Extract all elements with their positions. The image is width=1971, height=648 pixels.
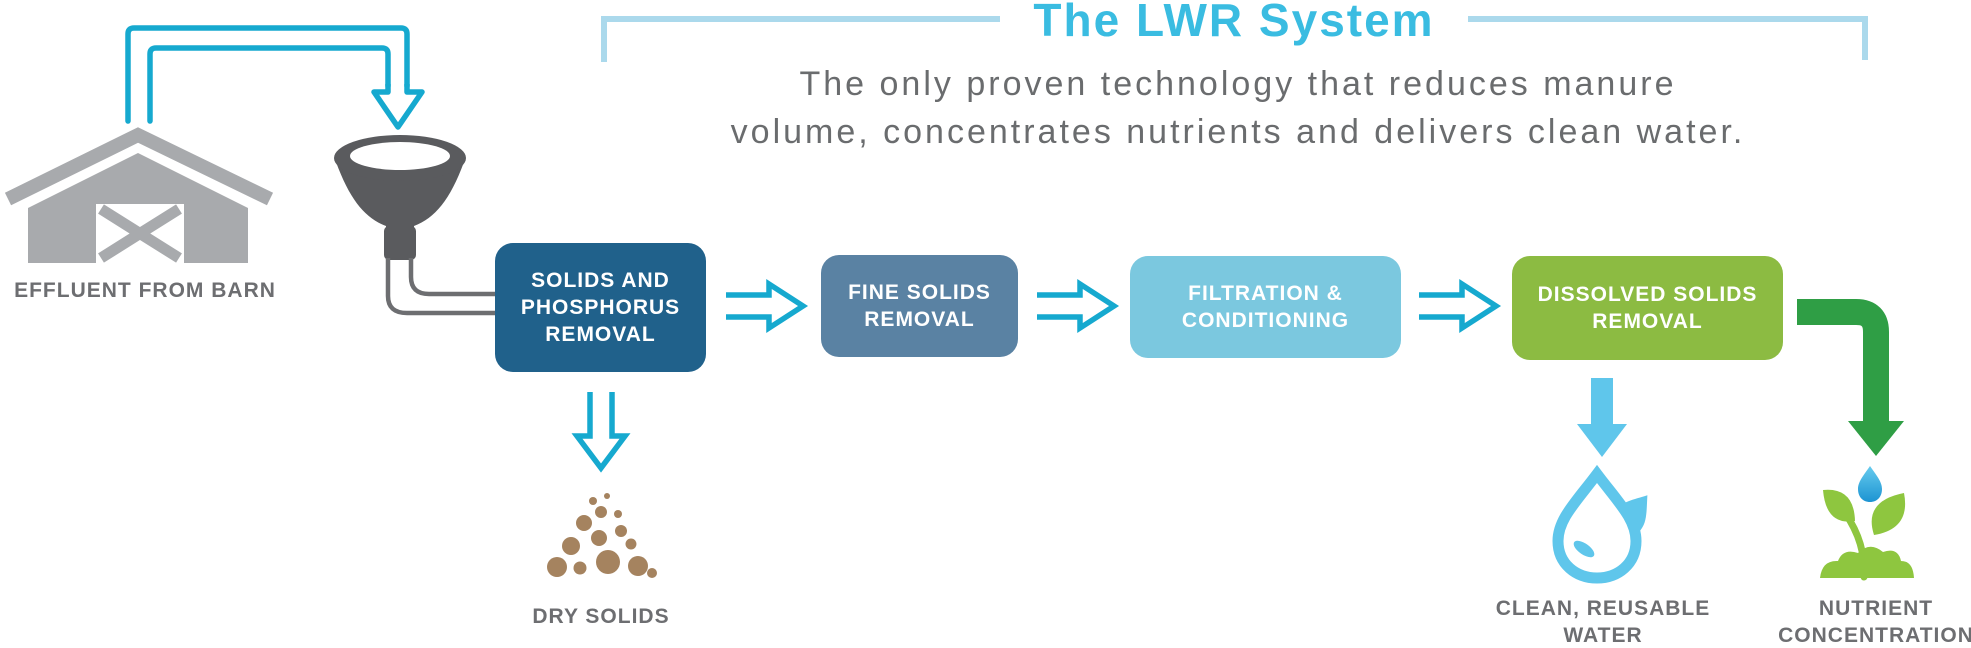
stage-dissolved-solids-removal: DISSOLVED SOLIDS REMOVAL	[1512, 256, 1783, 360]
pipe-connector	[385, 258, 496, 316]
water-drop-small-icon	[1858, 466, 1882, 502]
droplet-highlight	[1573, 540, 1595, 558]
funnel-icon	[334, 135, 466, 260]
stage-filtration-conditioning: FILTRATION & CONDITIONING	[1130, 256, 1401, 358]
subtitle: The only proven technology that reduces …	[731, 60, 1746, 156]
stage-label-line: PHOSPHORUS	[520, 296, 681, 319]
stage-label-line: CONDITIONING	[1181, 309, 1350, 332]
droplet-large	[1552, 464, 1642, 584]
plant-leaf-right	[1871, 493, 1906, 535]
stage-solids-and-phosphorus-removal: SOLIDS AND PHOSPHORUS REMOVAL	[495, 243, 706, 372]
stage-label-line: REMOVAL	[545, 323, 656, 346]
label-line: NUTRIENT	[1818, 597, 1934, 620]
funnel-cone	[336, 162, 464, 232]
barn-icon	[4, 127, 274, 263]
flow-arrow-2-icon	[1037, 278, 1120, 334]
label-effluent-from-barn: EFFLUENT FROM BARN	[14, 279, 276, 302]
plant-sprout-icon	[1820, 489, 1914, 581]
subtitle-line-2: volume, concentrates nutrients and deliv…	[730, 113, 1746, 151]
stage-label-line: FINE SOLIDS	[848, 281, 991, 304]
down-arrow-dry-solids-icon	[571, 392, 631, 473]
water-droplet-icon	[1552, 464, 1648, 584]
page-title: The LWR System	[1033, 0, 1435, 46]
dry-solids-pile-icon	[547, 493, 657, 578]
barn-roof	[4, 127, 274, 206]
stage-label-line: SOLIDS AND	[531, 269, 670, 292]
title-bracket-left	[601, 16, 1000, 62]
nutrient-elbow-arrow-icon	[1797, 299, 1904, 456]
label-line: CONCENTRATION	[1778, 624, 1971, 647]
flow-arrow-3-icon	[1419, 278, 1502, 334]
plant-mound	[1820, 546, 1914, 578]
barn-door-cross	[98, 204, 182, 263]
flow-arrow-1-icon	[726, 278, 809, 334]
label-line: WATER	[1563, 624, 1643, 647]
label-dry-solids: DRY SOLIDS	[532, 605, 670, 628]
stage-label-line: REMOVAL	[1592, 310, 1703, 333]
down-arrow-clean-water-icon	[1577, 378, 1627, 457]
recirculation-arrow-icon	[125, 25, 425, 130]
stage-label-line: FILTRATION &	[1188, 282, 1343, 305]
label-nutrient-concentration: NUTRIENT CONCENTRATION	[1726, 595, 1971, 648]
label-line: CLEAN, REUSABLE	[1495, 597, 1711, 620]
stage-fine-solids-removal: FINE SOLIDS REMOVAL	[821, 255, 1018, 357]
subtitle-line-1: The only proven technology that reduces …	[799, 65, 1677, 103]
title-bracket-right	[1468, 16, 1868, 60]
label-clean-reusable-water: CLEAN, REUSABLE WATER	[1453, 595, 1753, 648]
stage-label-line: REMOVAL	[864, 308, 975, 331]
stage-label-line: DISSOLVED SOLIDS	[1537, 283, 1758, 306]
funnel-mouth	[350, 142, 450, 170]
funnel-stem	[384, 226, 416, 260]
